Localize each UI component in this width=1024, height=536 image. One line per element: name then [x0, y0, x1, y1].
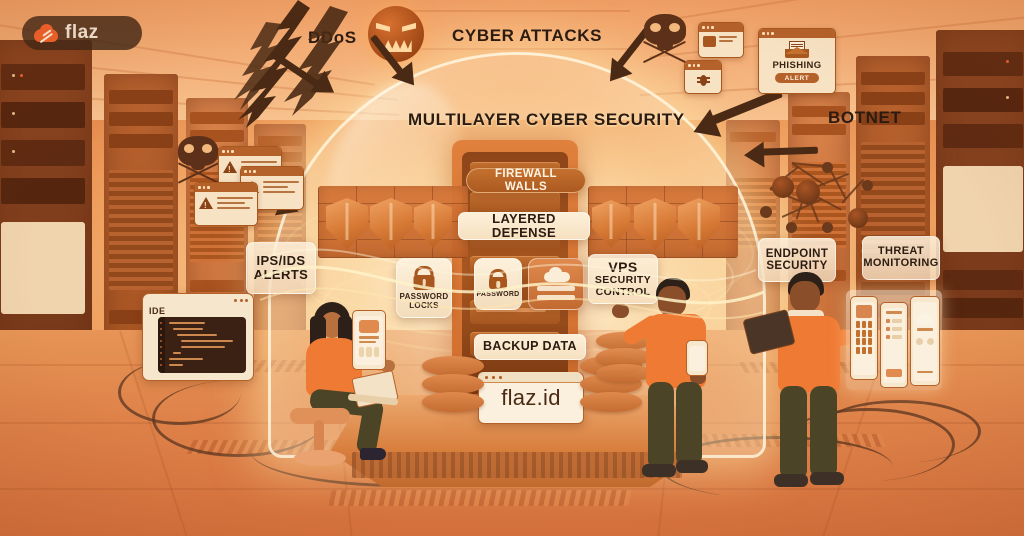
person-man-touching-hologram — [612, 278, 724, 490]
head — [658, 286, 686, 316]
bug-window-icon — [684, 60, 722, 94]
password-label: PASSWORD — [476, 291, 520, 299]
phishing-envelope-icon — [785, 41, 809, 58]
threat-monitoring-label: THREAT MONITORING — [862, 236, 940, 280]
domain-text: flaz.id — [501, 385, 561, 410]
shoe — [810, 472, 844, 485]
hand — [612, 304, 629, 318]
leg — [780, 386, 807, 480]
cloud-swoosh-icon — [34, 24, 58, 44]
botnet-network-icon — [752, 150, 882, 240]
cloud-server-card — [528, 258, 584, 310]
leg — [648, 382, 674, 470]
leg — [676, 382, 702, 466]
skull-crossbones-icon — [643, 14, 687, 64]
chair-post — [314, 420, 324, 454]
chair-base — [294, 450, 346, 466]
firewall-walls-label: FIREWALL WALLS — [466, 168, 586, 193]
shoe — [642, 464, 676, 477]
leg — [810, 386, 837, 478]
angry-malware-face-icon — [368, 6, 424, 62]
malware-file-window-icon — [698, 22, 744, 58]
database-cylinder-icon — [596, 332, 652, 388]
alert-window — [194, 182, 258, 226]
phone-mockup-weather[interactable] — [910, 296, 940, 386]
brand-name: flaz — [65, 22, 99, 43]
phishing-alert-badge: ALERT — [774, 73, 820, 83]
ips-ids-alerts-label: IPS/IDS ALERTS — [246, 242, 316, 294]
smartphone[interactable] — [686, 340, 708, 376]
code-editor-area — [158, 317, 246, 373]
botnet-label: BOTNET — [828, 108, 902, 127]
smartphone-hologram[interactable] — [352, 310, 386, 370]
backup-data-label: BACKUP DATA — [474, 334, 586, 360]
padlock-icon — [489, 269, 507, 290]
cable — [818, 400, 981, 463]
collar — [786, 310, 824, 321]
platform-vent — [352, 452, 682, 478]
browser-titlebar — [478, 372, 582, 383]
password-card: PASSWORD — [474, 258, 522, 310]
phishing-label: PHISHING — [772, 60, 822, 71]
person-man-with-tablet — [742, 272, 858, 492]
shoe — [676, 460, 708, 473]
cyber-attacks-label: CYBER ATTACKS — [452, 26, 603, 45]
skull-crossbones-icon — [177, 136, 219, 184]
head — [790, 281, 820, 312]
shoe — [360, 448, 386, 460]
cable — [152, 380, 325, 457]
padlock-icon — [413, 265, 435, 290]
cloud-icon — [915, 313, 935, 325]
brand-logo[interactable]: flaz — [22, 16, 142, 50]
phone-mockup-calculator[interactable] — [850, 296, 878, 380]
database-cylinder-icon — [422, 356, 484, 418]
phishing-window: PHISHING ALERT — [758, 28, 836, 94]
chair-seat — [290, 408, 350, 424]
layered-defense-label: LAYERED DEFENSE — [458, 211, 590, 240]
page-title: MULTILAYER CYBER SECURITY — [408, 110, 685, 129]
cloud-server-icon — [541, 267, 571, 282]
ide-label: IDE — [149, 306, 166, 316]
phone-mockup-list[interactable] — [880, 302, 908, 388]
shoe — [774, 474, 808, 487]
lightning-strike-icon — [234, 0, 348, 128]
